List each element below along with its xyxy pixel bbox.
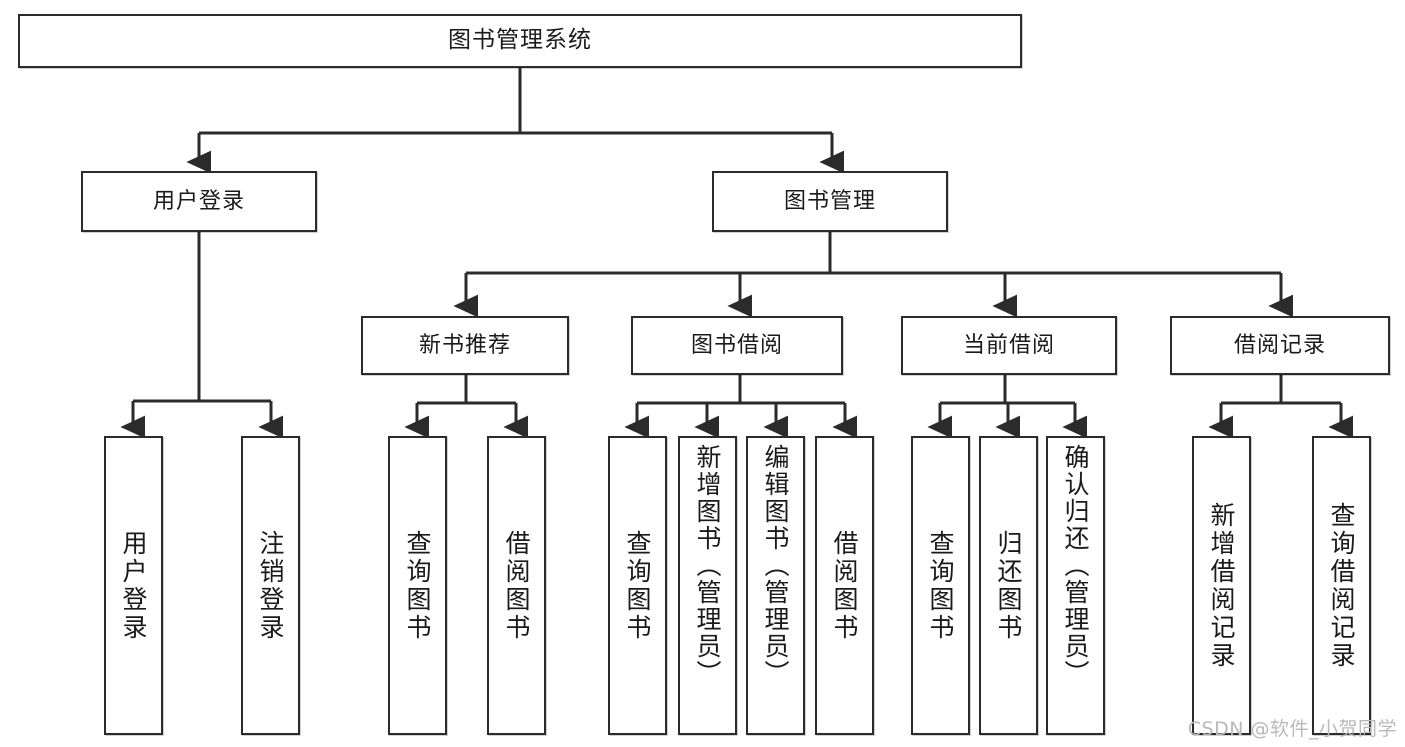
- leaf-user-login[interactable]: 用户登录: [104, 436, 163, 735]
- leaf-borrow-book-recommend-label: 借阅图书: [502, 529, 531, 642]
- node-root[interactable]: 图书管理系统: [18, 14, 1022, 68]
- leaf-logout[interactable]: 注销登录: [241, 436, 300, 735]
- leaf-confirm-return-admin-label: 确认归还（管理员）: [1061, 444, 1090, 687]
- leaf-return-book-label: 归还图书: [994, 529, 1023, 642]
- leaf-borrow-book-borrow-label: 借阅图书: [830, 529, 859, 642]
- leaf-edit-book-admin[interactable]: 编辑图书（管理员）: [746, 436, 805, 735]
- watermark-text: CSDN @软件_小贺同学: [1187, 718, 1397, 740]
- node-book-borrow-label: 图书借阅: [690, 332, 783, 358]
- leaf-query-borrow-record[interactable]: 查询借阅记录: [1312, 436, 1371, 735]
- leaf-add-borrow-record-label: 新增借阅记录: [1207, 501, 1236, 670]
- leaf-query-book-current[interactable]: 查询图书: [911, 436, 970, 735]
- node-root-label: 图书管理系统: [448, 27, 592, 54]
- node-new-book-recommend[interactable]: 新书推荐: [361, 316, 569, 375]
- leaf-borrow-book-borrow[interactable]: 借阅图书: [815, 436, 874, 735]
- leaf-borrow-book-recommend[interactable]: 借阅图书: [487, 436, 546, 735]
- node-book-borrow[interactable]: 图书借阅: [631, 316, 843, 375]
- leaf-query-book-borrow-label: 查询图书: [623, 529, 652, 642]
- leaf-return-book[interactable]: 归还图书: [979, 436, 1038, 735]
- leaf-edit-book-admin-label: 编辑图书（管理员）: [761, 444, 790, 687]
- node-current-borrow-label: 当前借阅: [962, 332, 1055, 358]
- leaf-user-login-label: 用户登录: [119, 529, 148, 642]
- leaf-query-book-recommend-label: 查询图书: [403, 529, 432, 642]
- leaf-query-book-borrow[interactable]: 查询图书: [608, 436, 667, 735]
- node-user-login[interactable]: 用户登录: [81, 171, 317, 232]
- node-borrow-record-label: 借阅记录: [1233, 332, 1326, 358]
- leaf-add-book-admin-label: 新增图书（管理员）: [693, 444, 722, 687]
- node-book-manage[interactable]: 图书管理: [712, 171, 948, 232]
- node-current-borrow[interactable]: 当前借阅: [901, 316, 1117, 375]
- node-new-book-recommend-label: 新书推荐: [418, 332, 511, 358]
- leaf-confirm-return-admin[interactable]: 确认归还（管理员）: [1046, 436, 1105, 735]
- leaf-query-book-current-label: 查询图书: [926, 529, 955, 642]
- leaf-logout-label: 注销登录: [256, 529, 285, 642]
- node-user-login-label: 用户登录: [152, 188, 245, 214]
- leaf-add-borrow-record[interactable]: 新增借阅记录: [1192, 436, 1251, 735]
- leaf-add-book-admin[interactable]: 新增图书（管理员）: [678, 436, 737, 735]
- leaf-query-book-recommend[interactable]: 查询图书: [388, 436, 447, 735]
- node-book-manage-label: 图书管理: [783, 188, 876, 214]
- node-borrow-record[interactable]: 借阅记录: [1170, 316, 1390, 375]
- leaf-query-borrow-record-label: 查询借阅记录: [1327, 501, 1356, 670]
